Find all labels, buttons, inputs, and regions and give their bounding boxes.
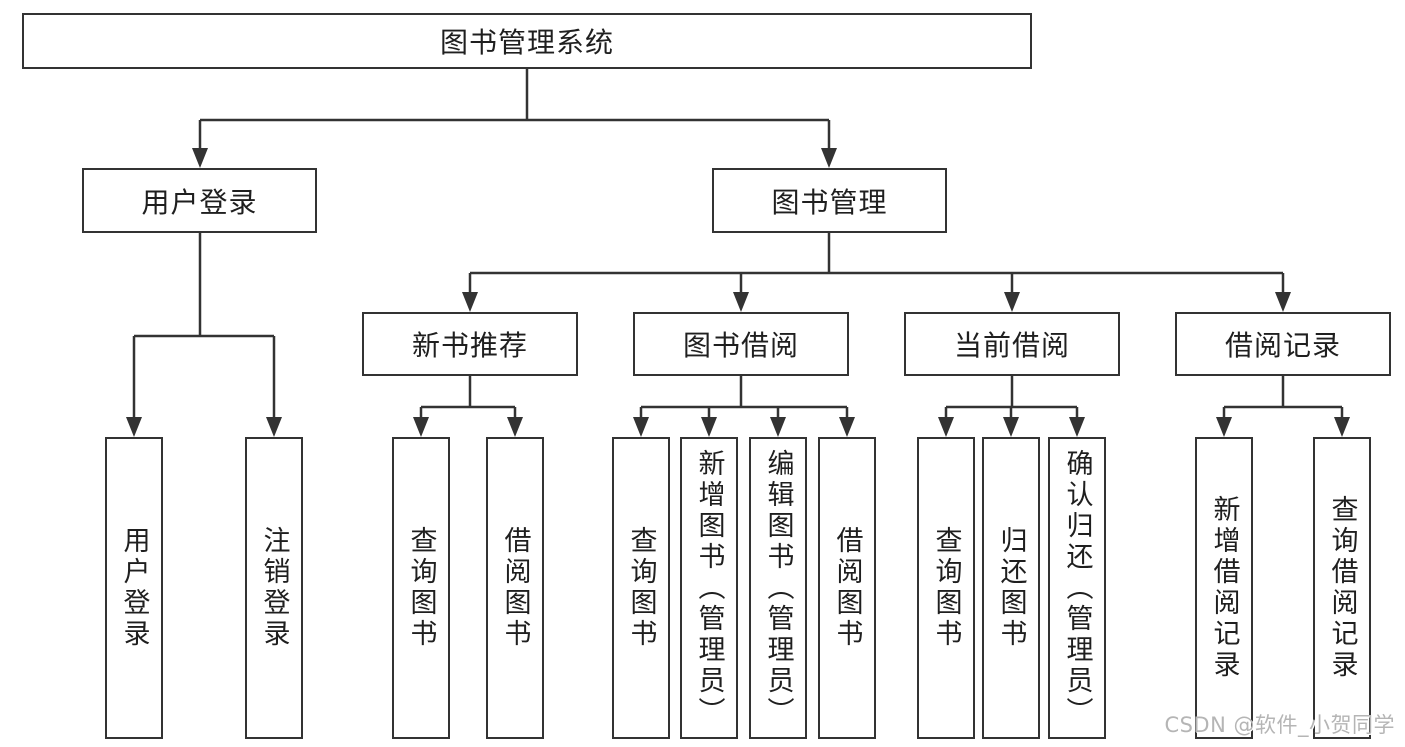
- node-label: 新增图书（管理员）: [693, 448, 725, 728]
- node-label: 查询图书: [625, 526, 657, 650]
- node-label: 用户登录: [141, 185, 258, 219]
- leaf-borrow-books: 借阅图书: [818, 437, 876, 739]
- leaf-confirm-return-admin: 确认归还（管理员）: [1048, 437, 1106, 739]
- node-label: 借阅图书: [831, 526, 863, 650]
- node-label: 查询图书: [405, 526, 437, 650]
- leaf-edit-book-admin: 编辑图书（管理员）: [749, 437, 807, 739]
- node-label: 新增借阅记录: [1208, 495, 1240, 681]
- node-label: 编辑图书（管理员）: [762, 448, 794, 728]
- node-label: 注销登录: [258, 526, 290, 650]
- node-label: 查询借阅记录: [1326, 495, 1358, 681]
- leaf-user-login: 用户登录: [105, 437, 163, 739]
- node-new-book-recommend: 新书推荐: [362, 312, 578, 376]
- leaf-query-books-borrowing: 查询图书: [612, 437, 670, 739]
- node-label: 借阅图书: [499, 526, 531, 650]
- node-label: 图书管理系统: [439, 26, 614, 59]
- leaf-query-books-recommend: 查询图书: [392, 437, 450, 739]
- node-current-borrowing: 当前借阅: [904, 312, 1120, 376]
- leaf-query-borrow-record: 查询借阅记录: [1313, 437, 1371, 739]
- leaf-add-book-admin: 新增图书（管理员）: [680, 437, 738, 739]
- node-label: 图书借阅: [682, 329, 799, 362]
- node-label: 查询图书: [930, 526, 962, 650]
- node-book-management: 图书管理: [712, 168, 947, 233]
- leaf-add-borrow-record: 新增借阅记录: [1195, 437, 1253, 739]
- leaf-logout: 注销登录: [245, 437, 303, 739]
- node-book-borrowing: 图书借阅: [633, 312, 849, 376]
- node-borrowing-records: 借阅记录: [1175, 312, 1391, 376]
- node-label: 用户登录: [118, 526, 150, 650]
- leaf-borrow-books-recommend: 借阅图书: [486, 437, 544, 739]
- node-label: 当前借阅: [953, 329, 1070, 362]
- node-library-management-system: 图书管理系统: [22, 13, 1032, 69]
- node-label: 图书管理: [771, 185, 888, 219]
- node-label: 确认归还（管理员）: [1061, 448, 1093, 728]
- leaf-query-books-current: 查询图书: [917, 437, 975, 739]
- node-label: 新书推荐: [411, 329, 528, 362]
- csdn-watermark: CSDN @软件_小贺同学: [1164, 713, 1395, 737]
- node-label: 归还图书: [995, 526, 1027, 650]
- node-label: 借阅记录: [1224, 329, 1341, 362]
- leaf-return-books: 归还图书: [982, 437, 1040, 739]
- node-user-login: 用户登录: [82, 168, 317, 233]
